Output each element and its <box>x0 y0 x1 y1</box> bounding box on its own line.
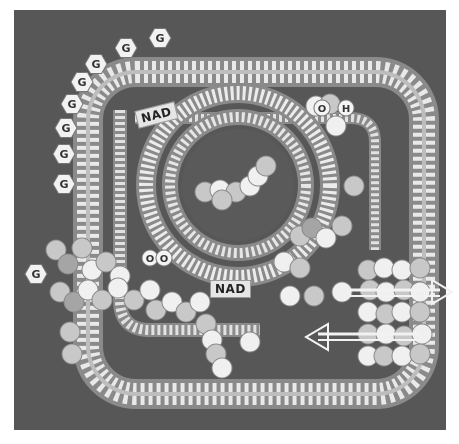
particle <box>60 322 80 342</box>
glucose-letter: G <box>121 42 130 55</box>
particle <box>410 258 430 278</box>
glucose-molecule: G <box>115 39 137 58</box>
glucose-molecule: G <box>85 55 107 74</box>
molecule-marker: H <box>338 100 354 116</box>
marker-letter: O <box>160 254 169 265</box>
glucose-molecule: G <box>53 145 75 164</box>
particle <box>190 292 210 312</box>
glucose-letter: G <box>67 98 76 111</box>
particle <box>394 326 414 346</box>
glucose-molecule: G <box>149 29 171 48</box>
particle <box>256 156 276 176</box>
particle <box>280 286 300 306</box>
marker-letter: O <box>146 254 155 265</box>
particle <box>212 358 232 378</box>
particle <box>358 302 378 322</box>
glucose-letter: G <box>31 268 40 281</box>
particle <box>72 238 92 258</box>
particle <box>344 176 364 196</box>
particle <box>332 216 352 236</box>
glucose-molecule: G <box>61 95 83 114</box>
particle <box>332 282 352 302</box>
glucose-molecule: G <box>71 73 93 92</box>
particle <box>212 190 232 210</box>
glucose-letter: G <box>155 32 164 45</box>
glucose-letter: G <box>59 178 68 191</box>
particle <box>376 282 396 302</box>
particle <box>374 346 394 366</box>
particle <box>392 346 412 366</box>
marker-letter: H <box>342 104 350 115</box>
nad-label-bottom: NAD <box>210 280 251 298</box>
particle <box>410 282 430 302</box>
particle <box>290 258 310 278</box>
particle <box>392 260 412 280</box>
glucose-letter: G <box>77 76 86 89</box>
marker-letter: O <box>318 104 327 115</box>
particle <box>58 254 78 274</box>
particle <box>62 344 82 364</box>
glucose-letter: G <box>59 148 68 161</box>
glucose-letter: G <box>91 58 100 71</box>
glucose-letter: G <box>61 122 70 135</box>
glucose-molecule: G <box>55 119 77 138</box>
glucose-molecule: G <box>53 175 75 194</box>
particle <box>410 302 430 322</box>
particle <box>374 258 394 278</box>
molecule-marker: O <box>314 100 330 116</box>
particle <box>410 344 430 364</box>
molecule-marker: O <box>156 250 172 266</box>
particle <box>240 332 260 352</box>
particle <box>304 286 324 306</box>
glucose-molecule: G <box>25 265 47 284</box>
particle <box>392 302 412 322</box>
particle <box>140 280 160 300</box>
particle <box>326 116 346 136</box>
